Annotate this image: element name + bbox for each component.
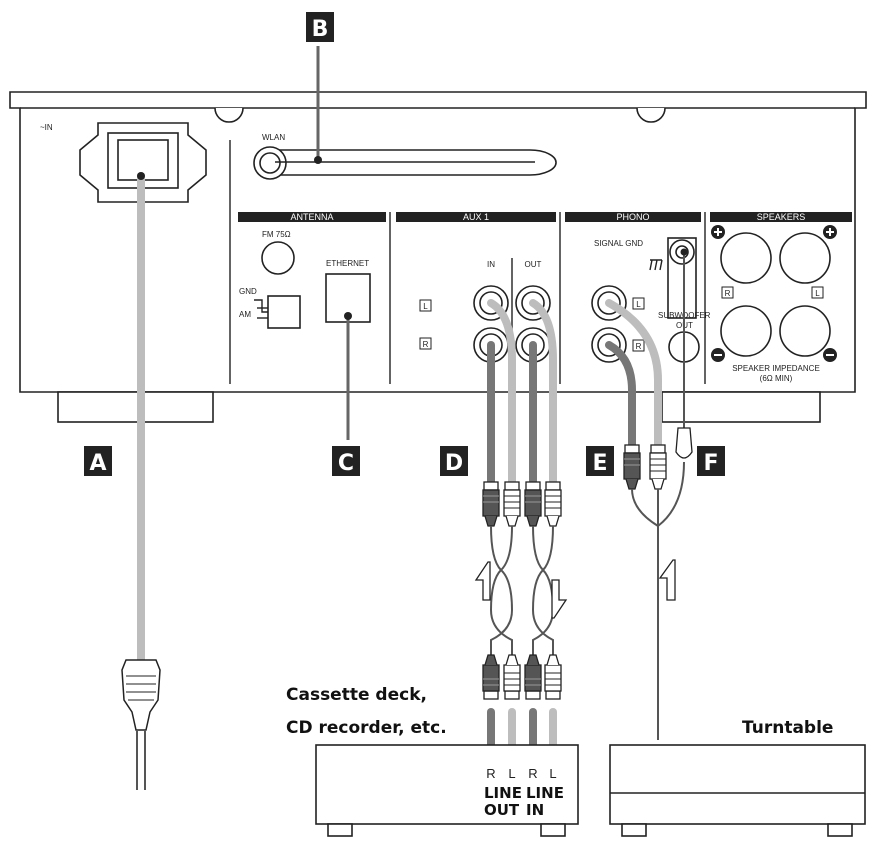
tag-a: A xyxy=(84,446,112,476)
svg-text:F: F xyxy=(703,451,718,476)
tag-f: F xyxy=(697,446,725,476)
phono-header: PHONO xyxy=(616,212,649,222)
line-out-label-1: LINE xyxy=(484,784,522,802)
speaker-l-label: L xyxy=(815,289,820,298)
line-in-label-2: IN xyxy=(526,801,544,819)
line-in-label-1: LINE xyxy=(526,784,564,802)
minus-icon xyxy=(823,348,837,362)
line-out-label-2: OUT xyxy=(484,801,520,819)
ethernet-label: ETHERNET xyxy=(326,259,369,268)
phono-header-bar xyxy=(565,212,701,222)
speaker-impedance-label-1: SPEAKER IMPEDANCE xyxy=(732,364,820,373)
plus-icon xyxy=(823,225,837,239)
turntable-device: Turntable xyxy=(609,718,866,837)
speaker-impedance-label-2: (6Ω MIN) xyxy=(760,374,793,383)
wlan-antenna[interactable] xyxy=(253,146,557,180)
signal-gnd-terminal[interactable] xyxy=(667,237,697,319)
fm-label: FM 75Ω xyxy=(262,230,291,239)
speakers-header: SPEAKERS xyxy=(757,212,806,222)
svg-text:D: D xyxy=(445,451,463,476)
svg-text:E: E xyxy=(592,451,607,476)
cassette-deck-device: Cassette deck, CD recorder, etc. R L R L… xyxy=(286,685,579,837)
tag-c: C xyxy=(332,446,360,476)
power-cord xyxy=(121,172,161,790)
tag-b: B xyxy=(306,12,334,42)
ac-in-label: ~IN xyxy=(40,123,53,132)
cassette-deck-label-1: Cassette deck, xyxy=(286,685,427,705)
aux-l-label: L xyxy=(423,302,428,311)
speaker-r-minus-terminal[interactable] xyxy=(720,305,772,357)
line-in-r: R xyxy=(528,766,537,781)
phono-r-label: R xyxy=(636,342,642,351)
signal-gnd-label: SIGNAL GND xyxy=(594,239,643,248)
fm-antenna-jack[interactable] xyxy=(261,241,295,275)
phono-cable xyxy=(605,248,693,740)
speaker-r-label: R xyxy=(725,289,731,298)
aux-rca-cables xyxy=(474,299,568,756)
aux-r-label: R xyxy=(423,340,429,349)
tag-d: D xyxy=(440,446,468,476)
am-label: AM xyxy=(239,310,251,319)
antenna-header: ANTENNA xyxy=(290,212,333,222)
line-out-r: R xyxy=(486,766,495,781)
down-arrow-icon xyxy=(551,579,568,619)
speaker-r-plus-terminal[interactable] xyxy=(720,232,772,284)
up-arrow-icon xyxy=(474,561,491,601)
am-antenna-terminal[interactable] xyxy=(267,295,301,329)
aux-out-label: OUT xyxy=(525,260,542,269)
gnd-label: GND xyxy=(239,287,257,296)
aux-header: AUX 1 xyxy=(463,212,489,222)
cassette-deck-label-2: CD recorder, etc. xyxy=(286,718,447,738)
speaker-l-minus-terminal[interactable] xyxy=(779,305,831,357)
spade-lug xyxy=(675,427,693,459)
aux-in-label: IN xyxy=(487,260,495,269)
turntable-label: Turntable xyxy=(742,718,833,738)
svg-text:A: A xyxy=(89,451,106,476)
speakers-header-bar xyxy=(710,212,852,222)
line-out-l: L xyxy=(508,766,515,781)
aux-header-bar xyxy=(396,212,556,222)
wlan-label: WLAN xyxy=(262,133,285,142)
plus-icon xyxy=(711,225,725,239)
antenna-header-bar xyxy=(238,212,386,222)
speaker-l-plus-terminal[interactable] xyxy=(779,232,831,284)
svg-text:C: C xyxy=(338,451,354,476)
minus-icon xyxy=(711,348,725,362)
svg-text:B: B xyxy=(312,17,329,42)
tag-e: E xyxy=(586,446,614,476)
line-in-l: L xyxy=(549,766,556,781)
phono-l-label: L xyxy=(636,300,641,309)
up-arrow-icon xyxy=(658,559,676,601)
